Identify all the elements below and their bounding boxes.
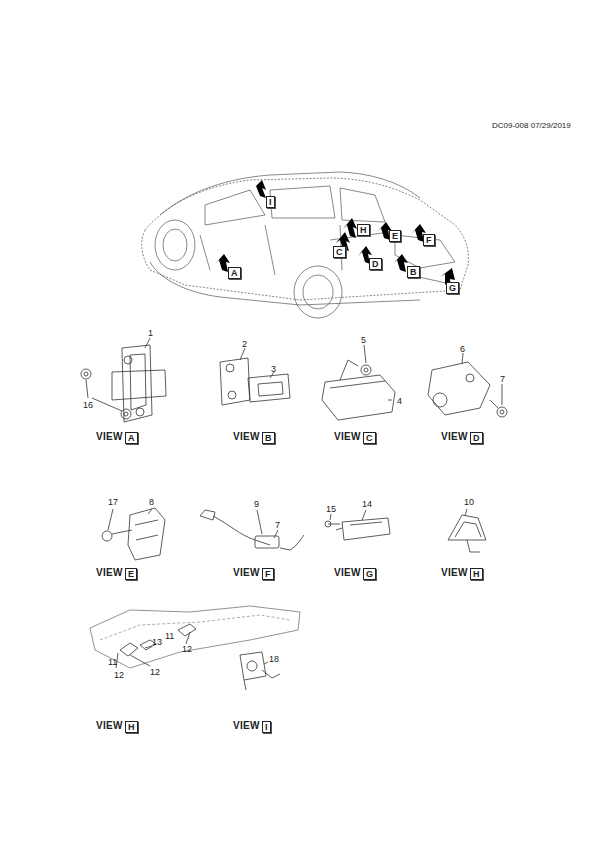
view-letter-box: G [363,568,376,580]
callout-number: 10 [464,497,474,507]
view-letter: A [128,433,135,443]
view-letter-box: A [228,267,241,279]
callout-number: 4 [397,396,402,406]
view-label: VIEW [334,432,361,442]
view-label: VIEW [233,432,260,442]
view-letter: G [366,569,373,579]
callout-number: 11 [108,657,117,667]
callout-number: 6 [460,344,465,354]
view-letter-box: F [262,568,274,580]
view-letter: I [269,197,272,207]
view-letter: I [265,722,268,732]
view-letter-box: E [389,230,401,242]
view-letter: H [473,569,480,579]
view-letter: A [231,268,238,278]
view-letter: B [265,433,272,443]
view-label: VIEW [96,432,123,442]
view-letter-box: B [262,432,275,444]
view-letter-box: G [446,282,459,294]
callout-number: 16 [83,400,93,410]
view-label: VIEW [233,721,260,731]
callout-number: 9 [254,499,259,509]
view-letter: C [336,247,343,257]
callout-number: 11 [165,631,174,641]
view-letter-box: C [363,432,376,444]
callout-number: 18 [269,654,279,664]
view-label: VIEW [334,568,361,578]
view-letter: E [128,569,134,579]
callout-number: 17 [108,497,118,507]
callout-number: 15 [326,504,336,514]
callout-number: 12 [182,644,192,654]
view-letter-box: H [470,568,483,580]
callout-number: 3 [271,364,276,374]
callout-number: 7 [500,374,505,384]
view-letter: D [473,433,480,443]
view-letter-box: D [470,432,483,444]
view-letter: F [426,235,432,245]
view-letter-box: H [125,721,138,733]
view-letter-box: I [266,196,275,208]
callout-number: 7 [275,520,280,530]
view-label: VIEW [96,568,123,578]
view-letter: C [366,433,373,443]
view-letter: H [360,225,367,235]
callout-number: 13 [152,637,162,647]
view-label: VIEW [233,568,260,578]
drawing-code: DC09-008 07/29/2019 [492,121,571,131]
callout-number: 12 [150,667,160,677]
view-label: VIEW [441,432,468,442]
view-letter-box: B [407,266,420,278]
view-letter: F [265,569,271,579]
callout-number: 14 [362,499,372,509]
view-label: VIEW [96,721,123,731]
view-letter: G [449,283,456,293]
view-letter-box: C [333,246,346,258]
view-letter: E [392,231,398,241]
view-label: VIEW [441,568,468,578]
callout-number: 8 [149,497,154,507]
view-letter-box: A [125,432,138,444]
view-letter: B [410,267,417,277]
view-letter-box: E [125,568,137,580]
view-letter-box: H [357,224,370,236]
view-letter-box: F [423,234,435,246]
callout-number: 2 [242,339,247,349]
callout-number: 1 [148,328,153,338]
callout-number: 12 [114,670,124,680]
view-letter-box: D [369,258,382,270]
view-letter-box: I [262,721,271,733]
callout-number: 5 [361,335,366,345]
view-letter: D [372,259,379,269]
view-letter: H [128,722,135,732]
